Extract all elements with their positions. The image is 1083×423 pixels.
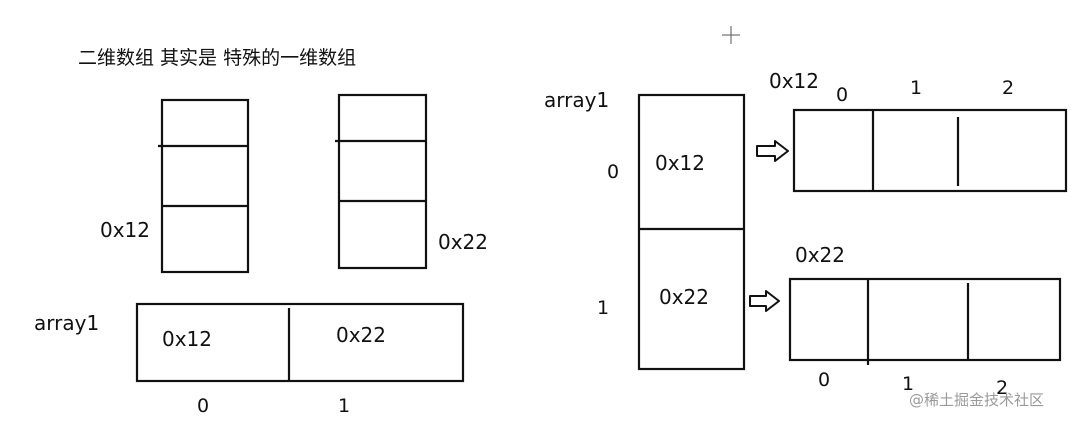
left-column-a (158, 98, 250, 274)
column-b-box (337, 93, 428, 270)
arrow-right-icon (749, 290, 780, 312)
row0-index-1: 1 (910, 77, 922, 99)
row0-index-0: 0 (836, 84, 848, 106)
pointer-cell-0: 0x12 (162, 327, 212, 351)
row1-index-0: 0 (818, 369, 830, 391)
right-pointer-box (637, 93, 746, 371)
column-b-address-label: 0x22 (438, 230, 488, 254)
right-row-index-1: 1 (597, 297, 609, 319)
right-pointer-cell-1: 0x22 (659, 285, 709, 309)
row0-array (792, 108, 1068, 193)
pointer-index-1: 1 (338, 395, 350, 417)
row1-index-2: 2 (996, 377, 1008, 399)
cursor-crosshair-icon (722, 26, 740, 44)
pointer-cell-1: 0x22 (336, 323, 386, 347)
left-array-name: array1 (34, 311, 99, 335)
row0-address-label: 0x12 (769, 69, 819, 93)
row0-index-2: 2 (1002, 77, 1014, 99)
row1-array (788, 277, 1062, 365)
diagram-title: 二维数组 其实是 特殊的一维数组 (78, 47, 356, 69)
column-a-address-label: 0x12 (100, 218, 150, 242)
right-pointer-array (637, 93, 746, 371)
right-row-index-0: 0 (607, 161, 619, 183)
row0-array-box (792, 108, 1068, 193)
pointer-index-0: 0 (197, 395, 209, 417)
watermark: @稀土掘金技术社区 (909, 391, 1044, 409)
right-array-name: array1 (544, 88, 609, 112)
row1-address-label: 0x22 (795, 243, 845, 267)
row1-array-box (788, 277, 1062, 362)
left-column-b (335, 93, 428, 270)
arrow-right-icon (756, 140, 789, 162)
column-a-box (160, 98, 250, 274)
left-pointer-array (135, 302, 465, 383)
pointer-array-box (135, 302, 465, 383)
right-pointer-cell-0: 0x12 (655, 151, 705, 175)
row1-index-1: 1 (902, 373, 914, 395)
